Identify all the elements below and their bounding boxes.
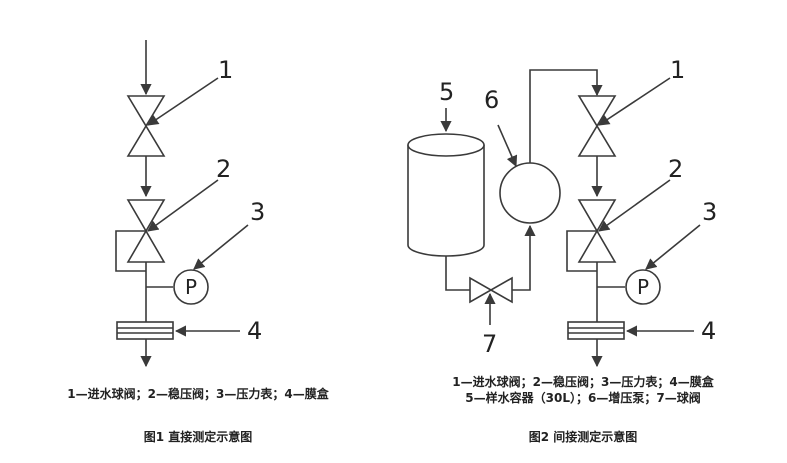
fig2-label-7: 7 [482,330,497,358]
fig1-regulator-bypass [115,230,146,272]
fig2-legend-line2: 5—样水容器（30L）；6—增压泵；7—球阀 [465,390,700,405]
fig2-regulator-bypass [566,230,597,272]
fig1-label-3: 3 [250,198,265,226]
fig2-label-5: 5 [439,78,454,106]
fig1-inlet-ball-valve [126,95,166,157]
fig2-booster-pump [499,162,561,224]
figure2-indirect-measurement: 5 7 6 P 1 [407,56,717,444]
fig2-leader-6 [497,124,518,168]
fig2-label-2: 2 [668,155,683,183]
fig2-ball-valve [469,276,513,304]
fig2-leader-1 [598,77,671,126]
fig2-pipe-valve-to-pump [512,224,536,291]
fig2-leader-3 [645,224,701,270]
fig2-sample-container [407,145,485,257]
fig1-legend: 1—进水球阀；2—稳压阀；3—压力表；4—膜盒 [67,386,329,401]
fig2-label-1: 1 [670,56,685,84]
fig2-membrane-box [567,321,625,340]
fig1-leader-3 [193,224,249,270]
fig2-pipe-container-to-valve [445,256,470,291]
fig1-label-4: 4 [247,317,262,345]
fig1-leader-2 [147,179,219,232]
fig2-gauge-symbol: P [637,275,649,299]
fig2-caption: 图2 间接测定示意图 [529,429,638,444]
fig2-label-4: 4 [701,317,716,345]
fig1-pressure-gauge [173,269,209,305]
fig2-label-3: 3 [702,198,717,226]
fig2-pressure-gauge [625,269,661,305]
fig1-caption: 图1 直接测定示意图 [144,429,253,444]
fig2-pipe-pump-to-inlet [529,69,603,163]
fig2-container-top [407,133,485,157]
fig2-legend-line1: 1—进水球阀；2—稳压阀；3—压力表；4—膜盒 [452,374,714,389]
fig1-leader-1 [147,77,219,126]
fig2-inlet-ball-valve [577,95,617,157]
fig1-label-2: 2 [216,155,231,183]
fig1-membrane-box [116,321,174,340]
fig2-label-6: 6 [484,86,499,114]
fig1-label-1: 1 [218,56,233,84]
figure1-direct-measurement: P 1 2 3 4 1—进水球阀；2—稳压阀；3—压力表；4—膜盒 图1 直接测… [67,40,330,444]
fig2-leader-2 [598,179,671,232]
fig1-gauge-symbol: P [185,275,197,299]
